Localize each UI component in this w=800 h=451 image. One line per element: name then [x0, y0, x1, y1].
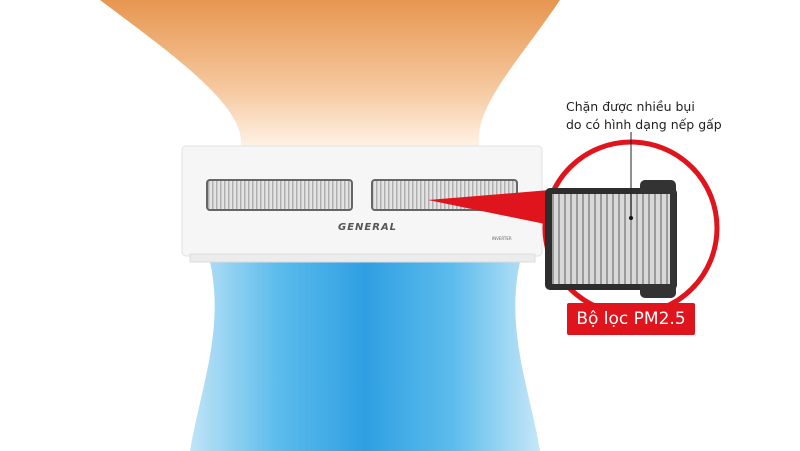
filter-left [206, 179, 353, 211]
filter-label-badge: Bộ lọc PM2.5 [567, 303, 695, 335]
cool-air-flow [190, 262, 540, 451]
air-conditioner-unit [181, 145, 543, 263]
brand-logo: GENERAL [338, 222, 398, 233]
callout-pointer [428, 190, 550, 225]
filter-annotation: Chặn được nhiều bụi do có hình dạng nếp … [566, 98, 722, 134]
annotation-line-1: Chặn được nhiều bụi [566, 99, 695, 114]
annotation-line-2: do có hình dạng nếp gấp [566, 117, 722, 132]
model-tag: INVERTER [492, 236, 512, 241]
pm25-filter-closeup [545, 180, 677, 298]
warm-air-plume [100, 0, 560, 150]
